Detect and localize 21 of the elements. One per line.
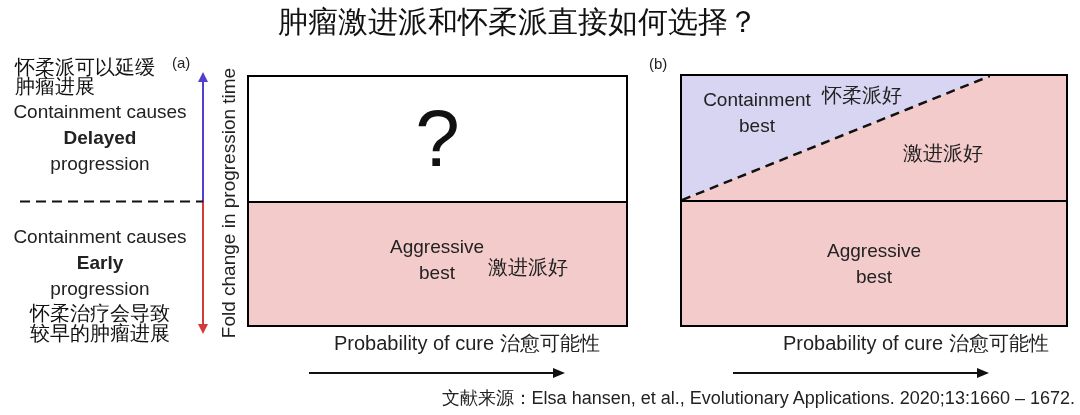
region-label: 激进派好: [903, 142, 983, 164]
panel-label: (a): [172, 54, 191, 72]
panel-label: (b): [649, 55, 668, 73]
question-mark: ?: [415, 98, 460, 180]
region-label: 怀柔派好: [822, 84, 902, 106]
citation-text: 文献来源：Elsa hansen, et al., Evolutionary Applications. 2020;13:1660 – 1672.: [441, 387, 1075, 410]
title-text: 肿瘤激进派和怀柔派直接如何选择？: [278, 4, 758, 40]
axis-label: Fold change in progression time: [217, 66, 240, 341]
region-label: Containment best: [702, 88, 812, 138]
upper-region: [247, 75, 628, 203]
region-label: Aggressive best: [389, 235, 485, 285]
annotation-text: 怀柔治疗会导致较早的肿瘤进展: [30, 303, 171, 343]
region-label: 激进派好: [488, 256, 568, 278]
triangle-region: [682, 76, 990, 200]
region-label: Aggressive best: [826, 238, 922, 289]
annotation-text: Containment causes Early progression: [12, 225, 188, 301]
annotation-text: 怀柔派可以延缓肿瘤进展: [15, 58, 156, 96]
upper-region: [680, 74, 1068, 202]
lower-region: [680, 200, 1068, 327]
annotation-text: Containment causes Delayed progression: [12, 100, 188, 176]
lower-region: [247, 201, 628, 327]
